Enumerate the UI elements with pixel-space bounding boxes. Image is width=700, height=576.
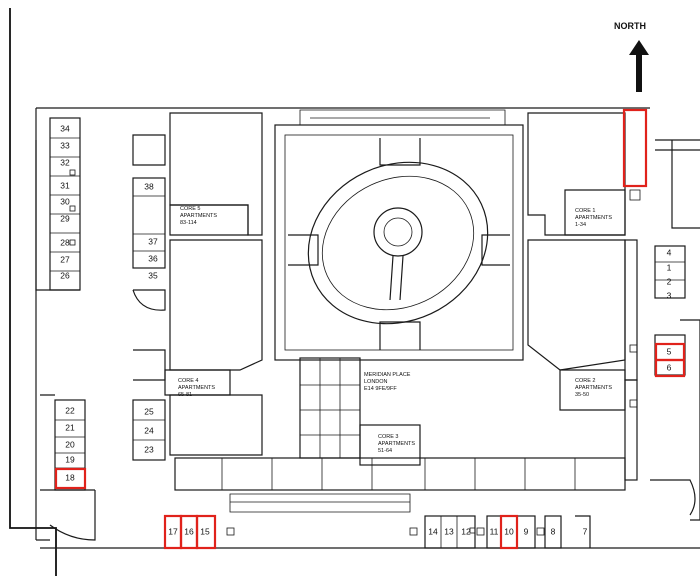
- space-26: 26: [60, 270, 70, 280]
- west-building: CORE 5 APARTMENTS 83-114 CORE 4 APARTMEN…: [164, 112, 263, 456]
- core-4-line3: 65-81: [178, 392, 192, 398]
- space-25: 25: [144, 406, 154, 416]
- address-line2: LONDON: [364, 379, 388, 385]
- east-building: CORE 1 APARTMENTS 1-34 CORE 2 APARTMENTS…: [527, 112, 638, 481]
- core-4-line1: CORE 4: [178, 378, 198, 384]
- space-10: 10: [504, 526, 514, 536]
- core-3-line2: APARTMENTS: [378, 441, 415, 447]
- space-24: 24: [144, 425, 154, 435]
- space-23: 23: [144, 444, 154, 454]
- space-7: 7: [583, 526, 588, 536]
- core-1-line3: 1-34: [575, 222, 586, 228]
- left-parking-column: 34 33 32 31 30 29 28 27 26: [49, 117, 81, 291]
- space-19: 19: [65, 454, 75, 464]
- core-1-line1: CORE 1: [575, 208, 595, 214]
- north-label: NORTH: [614, 21, 646, 31]
- right-parking: 4 1 2 3 5 6: [622, 108, 696, 516]
- core-3-line3: 51-64: [378, 448, 392, 454]
- space-10-highlight: [499, 514, 519, 550]
- space-3: 3: [667, 290, 672, 300]
- core-4-line2: APARTMENTS: [178, 385, 215, 391]
- core-3-line1: CORE 3: [378, 434, 398, 440]
- space-2: 2: [667, 276, 672, 286]
- space-6-highlight: [654, 358, 686, 378]
- core-5-line3: 83-114: [180, 220, 197, 226]
- site-boundary: [9, 8, 700, 576]
- space-4: 4: [667, 247, 672, 257]
- left-lower-parking: 22 21 20 19 18: [40, 394, 96, 541]
- south-terrace: [174, 457, 626, 513]
- space-22: 22: [65, 405, 75, 415]
- space-12: 12: [461, 526, 471, 536]
- space-33: 33: [60, 140, 70, 150]
- space-32: 32: [60, 157, 70, 167]
- space-14: 14: [428, 526, 438, 536]
- space-29: 29: [60, 213, 70, 223]
- space-6: 6: [667, 362, 672, 372]
- space-18-highlight: [54, 467, 87, 490]
- space-28: 28: [60, 237, 70, 247]
- address-line3: E14 9FE/9FF: [364, 386, 397, 392]
- space-21: 21: [65, 422, 75, 432]
- core-1-line2: APARTMENTS: [575, 215, 612, 221]
- space-18: 18: [65, 472, 75, 482]
- space-37: 37: [148, 236, 158, 246]
- space-16: 16: [184, 526, 194, 536]
- core-2-line1: CORE 2: [575, 378, 595, 384]
- space-35: 35: [148, 270, 158, 280]
- space-15: 15: [200, 526, 210, 536]
- core-5-line2: APARTMENTS: [180, 213, 217, 219]
- core-2-line2: APARTMENTS: [575, 385, 612, 391]
- space-36: 36: [148, 253, 158, 263]
- north-bay-highlight: [622, 108, 648, 188]
- space-20: 20: [65, 439, 75, 449]
- address-line1: MERIDIAN PLACE: [364, 372, 411, 378]
- space-13: 13: [444, 526, 454, 536]
- space-9: 9: [524, 526, 529, 536]
- space-15-highlight: [195, 514, 217, 550]
- space-1: 1: [667, 262, 672, 272]
- space-5: 5: [667, 346, 672, 356]
- core-5-line1: CORE 5: [180, 206, 200, 212]
- space-38: 38: [144, 181, 154, 191]
- left-inner-parking: 38 37 36 35 25 24 23: [132, 134, 166, 461]
- space-31: 31: [60, 180, 70, 190]
- space-30: 30: [60, 196, 70, 206]
- bottom-parking-row: 17 16 15 14 13 12 11 10 9 8 7: [163, 514, 591, 550]
- space-8: 8: [551, 526, 556, 536]
- space-34: 34: [60, 123, 70, 133]
- core-2-line3: 35-50: [575, 392, 589, 398]
- space-27: 27: [60, 254, 70, 264]
- south-central-building: MERIDIAN PLACE LONDON E14 9FE/9FF CORE 3…: [299, 357, 421, 466]
- space-17: 17: [168, 526, 178, 536]
- space-11: 11: [490, 526, 499, 536]
- north-arrow: NORTH: [614, 21, 649, 92]
- north-arrow-icon: [629, 40, 649, 92]
- central-courtyard: [274, 109, 524, 361]
